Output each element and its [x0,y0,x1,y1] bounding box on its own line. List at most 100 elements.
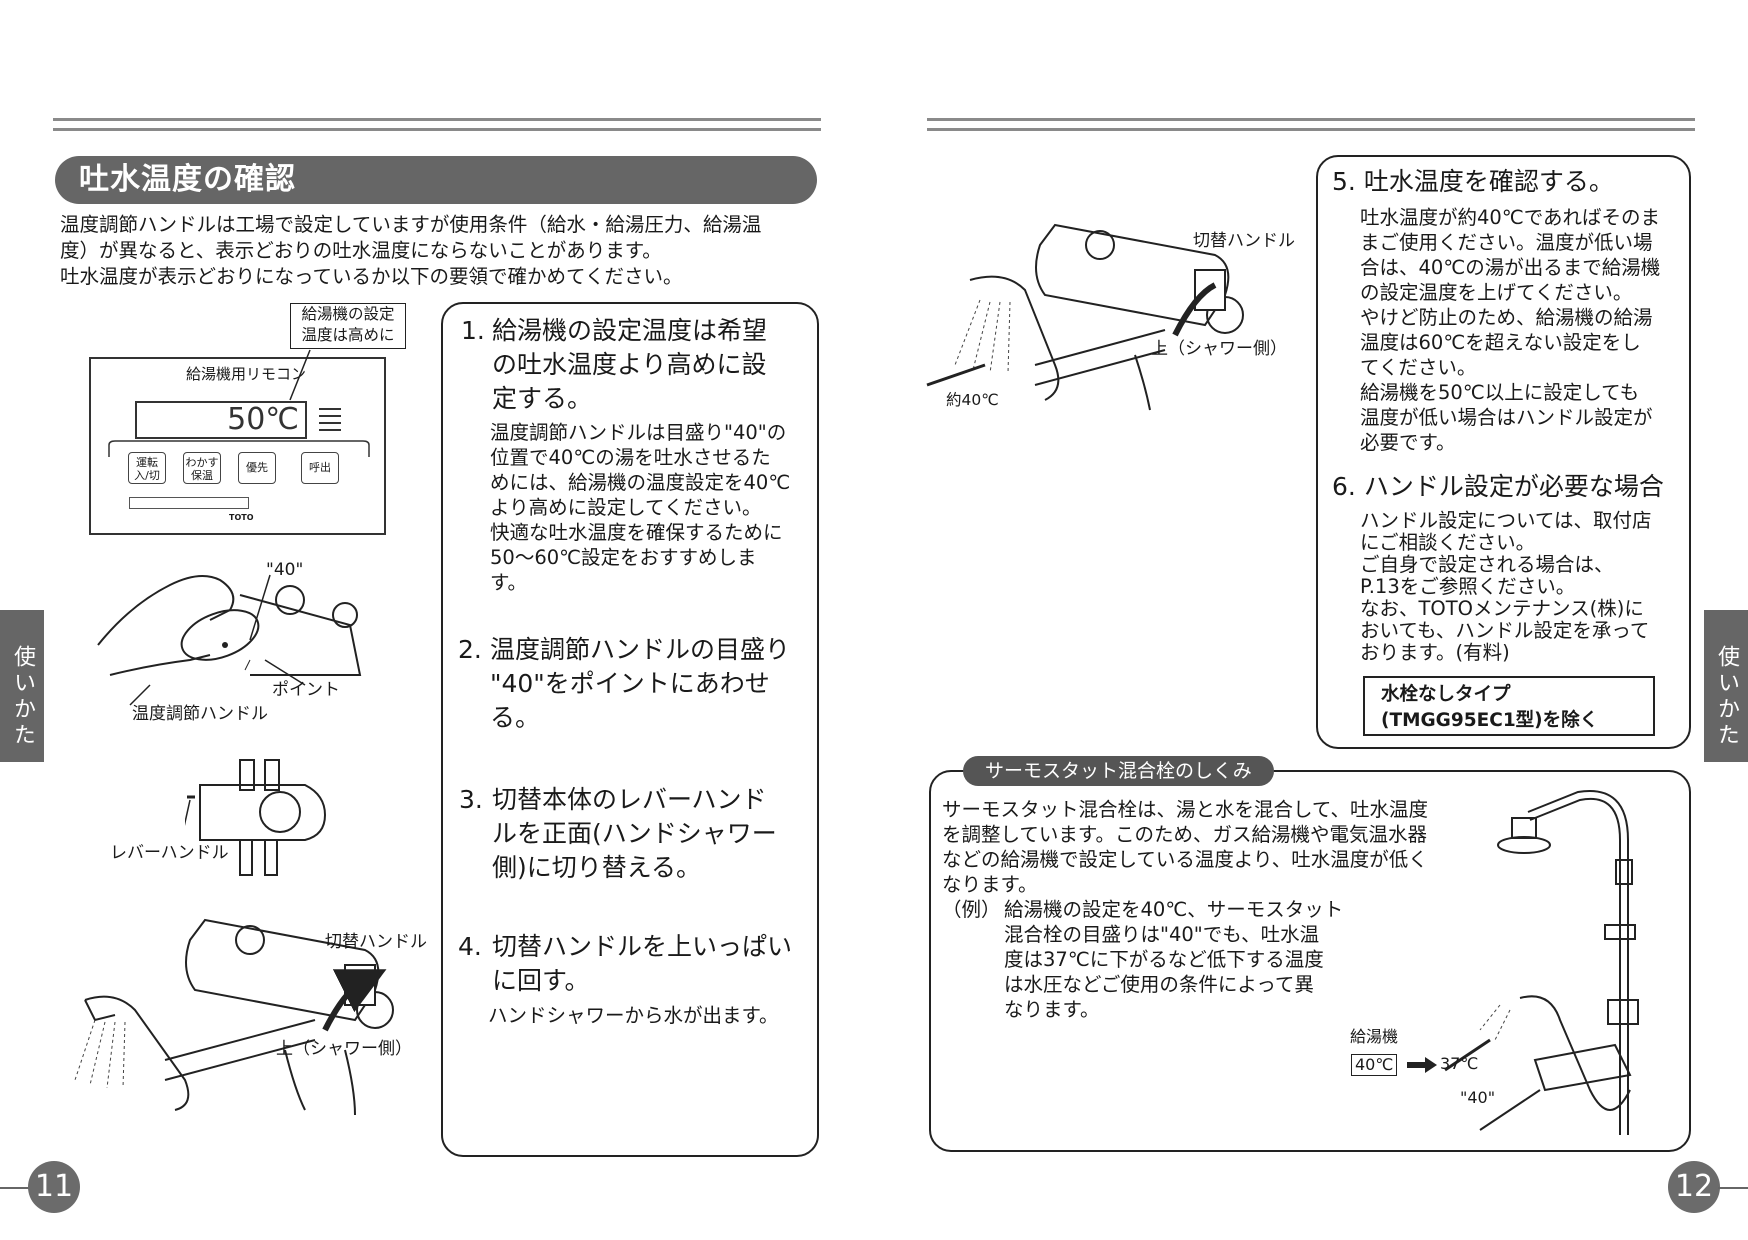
side-tab-usage[interactable]: 使いかた [1704,610,1748,762]
step-heading: 5. 吐水温度を確認する。 [1332,165,1614,199]
mechanism-panel [929,770,1691,1152]
heater-label: 給湯機 [1350,1027,1399,1046]
step-heading-line: ルを正面(ハンドシャワー [492,819,777,848]
step-body-line: 50～60℃設定をおすすめしま [490,546,757,569]
forty-mark-label: "40" [1460,1088,1496,1107]
page-num-line [0,1187,30,1189]
step-number: 4. [458,932,482,961]
step-body-line: 給湯機を50℃以上に設定しても [1360,381,1640,404]
step-heading: 切替本体のレバーハンド ルを正面(ハンドシャワー 側)に切り替える。 [492,783,777,885]
step-number: 2. [458,635,482,664]
step-heading-line: る。 [490,703,541,732]
remote-button-reheat[interactable]: わかす保温 [183,452,221,484]
arrow-right-icon [1407,1057,1437,1073]
remote-panel-edge [108,440,370,457]
intro-line: 温度調節ハンドルは工場で設定していますが使用条件（給水・給湯圧力、給湯温 [60,213,762,236]
page-number: 11 [28,1161,80,1213]
page-num-line [1718,1187,1748,1189]
up-shower-label: 上（シャワー側） [276,1039,412,1059]
step-heading-line: 切替本体のレバーハンド [492,785,767,814]
callout-arrow [289,349,311,401]
intro-line: 吐水温度が表示どおりになっているか以下の要領で確かめてください。 [60,265,683,288]
step-body-line: にご相談ください。 [1360,531,1536,554]
lever-handle-label: レバーハンドル [110,843,229,863]
heater-temp: 40℃ [1351,1054,1398,1076]
exclusion-line: 水栓なしタイプ [1381,684,1511,705]
top-rule [927,128,1695,131]
outlet-temp: 37℃ [1440,1054,1479,1073]
step-body-line: 温度が低い場合はハンドル設定が [1360,406,1653,429]
step-body: 吐水温度が約40℃であればそのま まご使用ください。温度が低い場 合は、40℃の… [1360,205,1660,455]
top-rule [53,118,821,121]
step-body-line: まご使用ください。温度が低い場 [1360,231,1653,254]
warning-sticker [129,497,249,509]
step-body: ハンドル設定については、取付店 にご相談ください。 ご自身で設定される場合は、 … [1360,510,1652,664]
top-rule [927,118,1695,121]
mechanism-line: なります。 [942,873,1038,896]
example-label: （例） [942,898,1001,921]
step-body-line: 合は、40℃の湯が出るまで給湯機 [1360,256,1661,279]
switch-handle-label: 切替ハンドル [325,932,427,952]
mechanism-line: サーモスタット混合栓は、湯と水を混合して、吐水温度 [942,798,1428,821]
callout-line: 温度は高めに [301,326,395,344]
step-body-line: P.13をご参照ください。 [1360,575,1576,598]
step-body-line: の設定温度を上げてください。 [1360,281,1633,304]
exclusion-note: 水栓なしタイプ (TMGG95EC1型)を除く [1363,676,1655,736]
step-body-line: てください。 [1360,356,1477,379]
step-heading-line: 温度調節ハンドルの目盛り [490,635,791,664]
step-number: 1. [461,316,485,345]
step-heading: 6. ハンドル設定が必要な場合 [1332,470,1664,504]
callout-line: 給湯機の設定 [301,305,395,323]
steps-panel [441,302,819,1157]
side-tab-usage[interactable]: 使いかた [0,610,44,762]
page-number: 12 [1668,1161,1720,1213]
remote-button-priority[interactable]: 優先 [238,452,276,484]
step-heading: 温度調節ハンドルの目盛り "40"をポイントにあわせ る。 [490,633,790,735]
step-heading: 切替ハンドルを上いっぱい に回す。 [492,930,792,998]
temp-handle-illustration [97,574,362,706]
step-body-line: なお、TOTOメンテナンス(株)に [1360,597,1644,620]
step-body-line: ハンドシャワーから水が出ます。 [488,1004,779,1027]
menu-lines-icon [319,408,341,431]
up-shower-label: 上（シャワー側） [1151,339,1287,359]
remote-button-power[interactable]: 運転入/切 [128,452,166,484]
example-text: 給湯機の設定を40℃、サーモスタット 混合栓の目盛りは"40"でも、吐水温 度は… [1004,897,1343,1022]
point-label: ポイント [272,680,340,700]
step-number: 5. [1332,167,1356,196]
step-body-line: 必要です。 [1360,431,1456,454]
step-body-line: ご自身で設定される場合は、 [1360,553,1614,576]
faucet-illustration [74,918,394,1116]
temp-handle-label: 温度調節ハンドル [132,704,268,724]
step-heading-line: に回す。 [492,966,590,995]
step-body-line: 温度調節ハンドルは目盛り"40"の [490,421,787,444]
intro-line: 度）が異なると、表示どおりの吐水温度にならないことがあります。 [60,239,662,262]
step-heading-line: "40"をポイントにあわせ [490,669,770,698]
step-number: 3. [459,785,483,814]
remote-display: 50℃ [135,401,307,439]
step-body-line: 温度は60℃を超えない設定をし [1360,331,1641,354]
remote-title: 給湯機用リモコン [186,365,307,383]
step-body-line: す。 [490,571,528,594]
step-body: ハンドシャワーから水が出ます。 [488,1003,779,1028]
step-body-line: 吐水温度が約40℃であればそのま [1360,206,1661,229]
steps-panel [1316,155,1691,749]
step-body-line: 快適な吐水温度を確保するために [490,521,783,544]
mechanism-text: サーモスタット混合栓は、湯と水を混合して、吐水温度 を調整しています。このため、… [942,797,1428,897]
step-number: 6. [1332,472,1356,501]
shower-system-illustration [1444,790,1639,1135]
step-heading-line: の吐水温度より高めに設 [492,350,767,379]
step-heading-line: 側)に切り替える。 [492,853,702,882]
forty-mark-label: "40" [266,560,304,580]
step-heading-text: ハンドル設定が必要な場合 [1363,472,1664,501]
step-body-line: ハンドル設定については、取付店 [1360,509,1652,532]
approx-temp-label: 約40℃ [946,391,999,409]
step-heading-line: 定する。 [492,384,593,413]
remote-button-call[interactable]: 呼出 [301,452,339,484]
brand-logo: TOTO [229,513,254,522]
step-body-line: より高めに設定してください。 [490,496,762,519]
mechanism-line: などの給湯機で設定している温度より、吐水温度が低く [942,848,1428,871]
example-line: 混合栓の目盛りは"40"でも、吐水温 [1004,923,1320,946]
mechanism-line: を調整しています。このため、ガス給湯機や電気温水器 [942,823,1427,846]
setting-callout: 給湯機の設定 温度は高めに [290,303,406,349]
step-body: 温度調節ハンドルは目盛り"40"の 位置で40℃の湯を吐水させるた めには、給湯… [490,420,790,595]
